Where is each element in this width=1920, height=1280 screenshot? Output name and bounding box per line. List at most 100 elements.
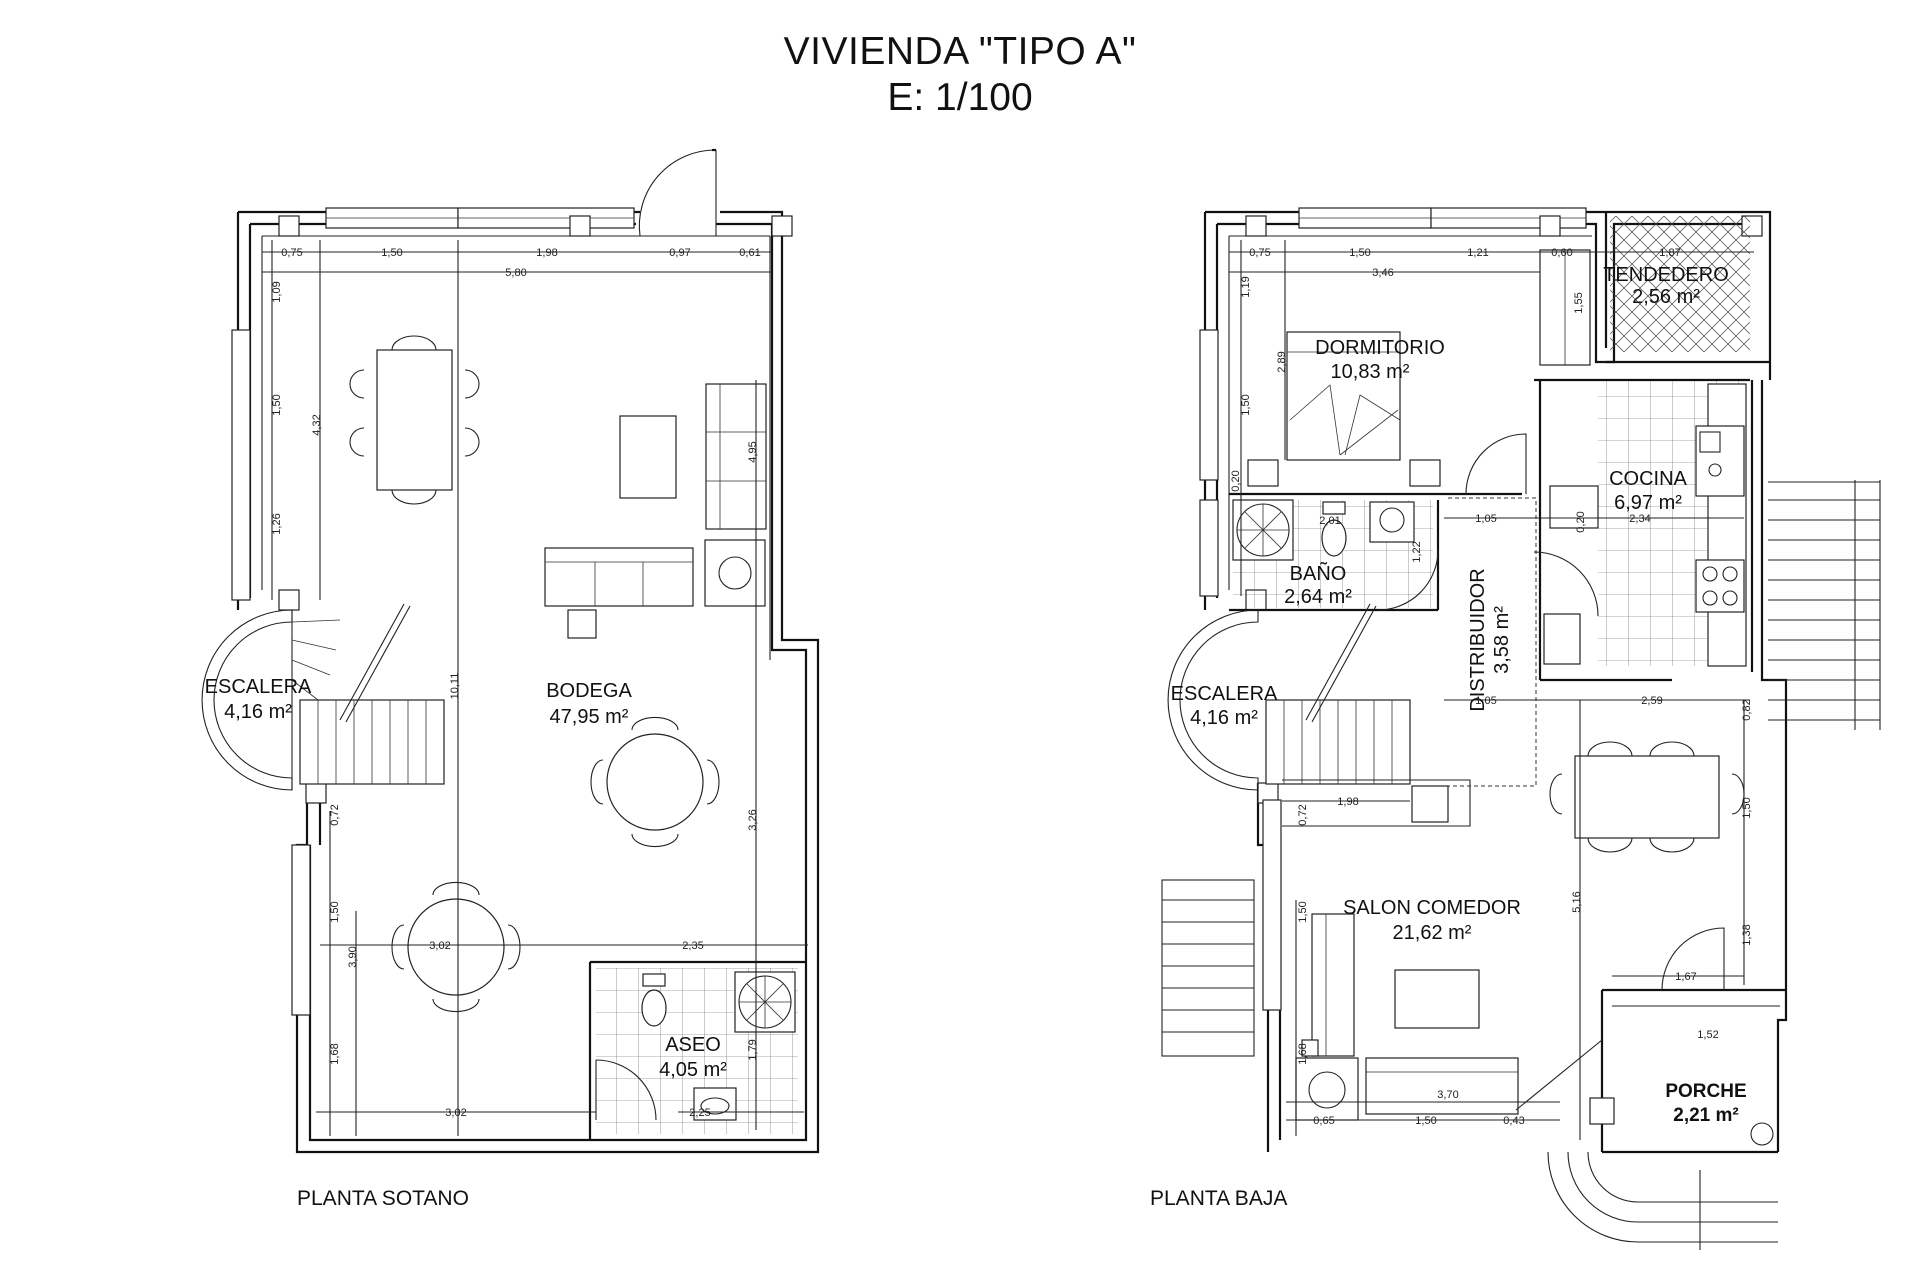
dim-text: 0,97: [669, 247, 690, 259]
dim-text: 1,05: [1475, 695, 1496, 707]
drawing-title: VIVIENDA "TIPO A": [783, 30, 1137, 73]
dim-text: 0,20: [1230, 470, 1242, 491]
dim-text: 1,50: [1297, 901, 1309, 922]
plan-baja: [1161, 207, 1881, 1250]
area-escalera-sotano: 4,16 m²: [224, 701, 292, 723]
dim-text: 1,50: [271, 394, 283, 415]
label-aseo: ASEO: [665, 1034, 721, 1056]
caption-planta-sotano: PLANTA SOTANO: [297, 1187, 469, 1210]
exterior-stairs: [1161, 480, 1881, 1250]
dim-text: 0,20: [1575, 511, 1587, 532]
dim-text: 0,43: [1503, 1115, 1524, 1127]
label-porche: PORCHE: [1665, 1081, 1746, 1102]
label-salon: SALON COMEDOR: [1343, 897, 1521, 919]
dim-text: 2,89: [1276, 351, 1288, 372]
hatch-tendedero: [1610, 216, 1750, 352]
dim-text: 0,75: [281, 247, 302, 259]
dim-text: 0,61: [739, 247, 760, 259]
plan-sotano: [201, 148, 820, 1154]
dim-text: 1,98: [536, 247, 557, 259]
dim-text: 5,16: [1571, 891, 1583, 912]
dim-text: 5,80: [505, 267, 526, 279]
dimensions-sotano: [262, 240, 808, 1136]
salon-furniture: [1295, 741, 1786, 1154]
dim-text: 1,50: [329, 901, 341, 922]
distribuidor-outline: [1448, 497, 1537, 787]
area-cocina: 6,97 m²: [1614, 492, 1682, 514]
dim-text: 1,21: [1467, 247, 1488, 259]
label-distribuidor: DISTRIBUIDOR: [1467, 568, 1489, 711]
bathroom-baja: [1229, 499, 1440, 612]
kitchen: [1533, 378, 1750, 682]
label-bodega: BODEGA: [546, 680, 632, 702]
dim-text: 1,50: [1349, 247, 1370, 259]
dim-text: 1,50: [381, 247, 402, 259]
dim-text: 1,87: [1659, 247, 1680, 259]
dim-text: 3,70: [1437, 1089, 1458, 1101]
dim-text: 0,72: [329, 804, 341, 825]
dim-text: 1,68: [1297, 1043, 1309, 1064]
dim-text: 1,55: [1573, 292, 1585, 313]
area-dormitorio: 10,83 m²: [1331, 361, 1410, 383]
caption-planta-baja: PLANTA BAJA: [1150, 1187, 1288, 1210]
room-labels: ESCALERA 4,16 m² BODEGA 47,95 m² ASEO 4,…: [205, 264, 1747, 1126]
dim-text: 1,68: [329, 1043, 341, 1064]
dim-text: 1,67: [1675, 971, 1696, 983]
furniture-sotano: [349, 335, 767, 1013]
walls-sotano: [231, 148, 820, 1154]
label-escalera-baja: ESCALERA: [1171, 683, 1278, 705]
label-tendedero: TENDEDERO: [1603, 264, 1729, 286]
label-escalera-sotano: ESCALERA: [205, 676, 312, 698]
dim-text: 0,82: [1741, 699, 1753, 720]
dim-text: 1,19: [1240, 276, 1252, 297]
staircase-baja: [1167, 603, 1471, 827]
dim-text: 4,32: [311, 414, 323, 435]
dim-text: 3,26: [747, 809, 759, 830]
bathroom-sotano: [588, 960, 806, 1140]
dim-text: 3,90: [347, 946, 359, 967]
dim-text: 3,02: [429, 940, 450, 952]
dim-text: 1,38: [1741, 924, 1753, 945]
dimension-labels-sotano: 0,75 1,50 1,98 0,97 0,61 5,80 1,09 1,50 …: [271, 247, 761, 1119]
area-porche: 2,21 m²: [1673, 1105, 1738, 1126]
dim-text: 1,52: [1697, 1029, 1718, 1041]
dim-text: 1,05: [1475, 513, 1496, 525]
area-distribuidor: 3,58 m²: [1491, 606, 1513, 674]
dim-text: 0,65: [1313, 1115, 1334, 1127]
dim-text: 1,50: [1240, 394, 1252, 415]
area-tendedero: 2,56 m²: [1632, 286, 1700, 308]
dim-text: 1,26: [271, 513, 283, 534]
area-escalera-baja: 4,16 m²: [1190, 707, 1258, 729]
dim-text: 0,75: [1249, 247, 1270, 259]
dim-text: 0,72: [1297, 804, 1309, 825]
dim-text: 3,02: [445, 1107, 466, 1119]
dim-text: 2,34: [1629, 513, 1650, 525]
area-aseo: 4,05 m²: [659, 1059, 727, 1081]
area-salon: 21,62 m²: [1393, 922, 1472, 944]
area-bano: 2,64 m²: [1284, 586, 1352, 608]
bedroom-furniture: [1229, 249, 1591, 496]
dim-text: 1,79: [747, 1039, 759, 1060]
dim-text: 10,11: [449, 673, 461, 700]
label-bano: BAÑO: [1290, 561, 1347, 585]
dim-text: 0,60: [1551, 247, 1572, 259]
dim-text: 2,35: [682, 940, 703, 952]
dim-text: 2,01: [1319, 515, 1340, 527]
dimensions-baja: [1229, 240, 1780, 1140]
dim-text: 1,09: [271, 281, 283, 302]
dim-text: 2,59: [1641, 695, 1662, 707]
dim-text: 3,46: [1372, 267, 1393, 279]
staircase-sotano: [201, 603, 445, 791]
dim-text: 1,50: [1741, 797, 1753, 818]
dimension-labels-baja: 0,75 1,50 1,21 0,60 1,87 3,46 1,19 2,89 …: [1230, 247, 1753, 1127]
dim-text: 1,50: [1415, 1115, 1436, 1127]
area-bodega: 47,95 m²: [550, 706, 629, 728]
label-cocina: COCINA: [1609, 468, 1687, 490]
dim-text: 1,22: [1411, 541, 1423, 562]
dim-text: 4,95: [747, 441, 759, 462]
dim-text: 1,98: [1337, 796, 1358, 808]
label-dormitorio: DORMITORIO: [1315, 337, 1445, 359]
dim-text: 2,25: [689, 1107, 710, 1119]
drawing-scale: E: 1/100: [887, 76, 1033, 119]
